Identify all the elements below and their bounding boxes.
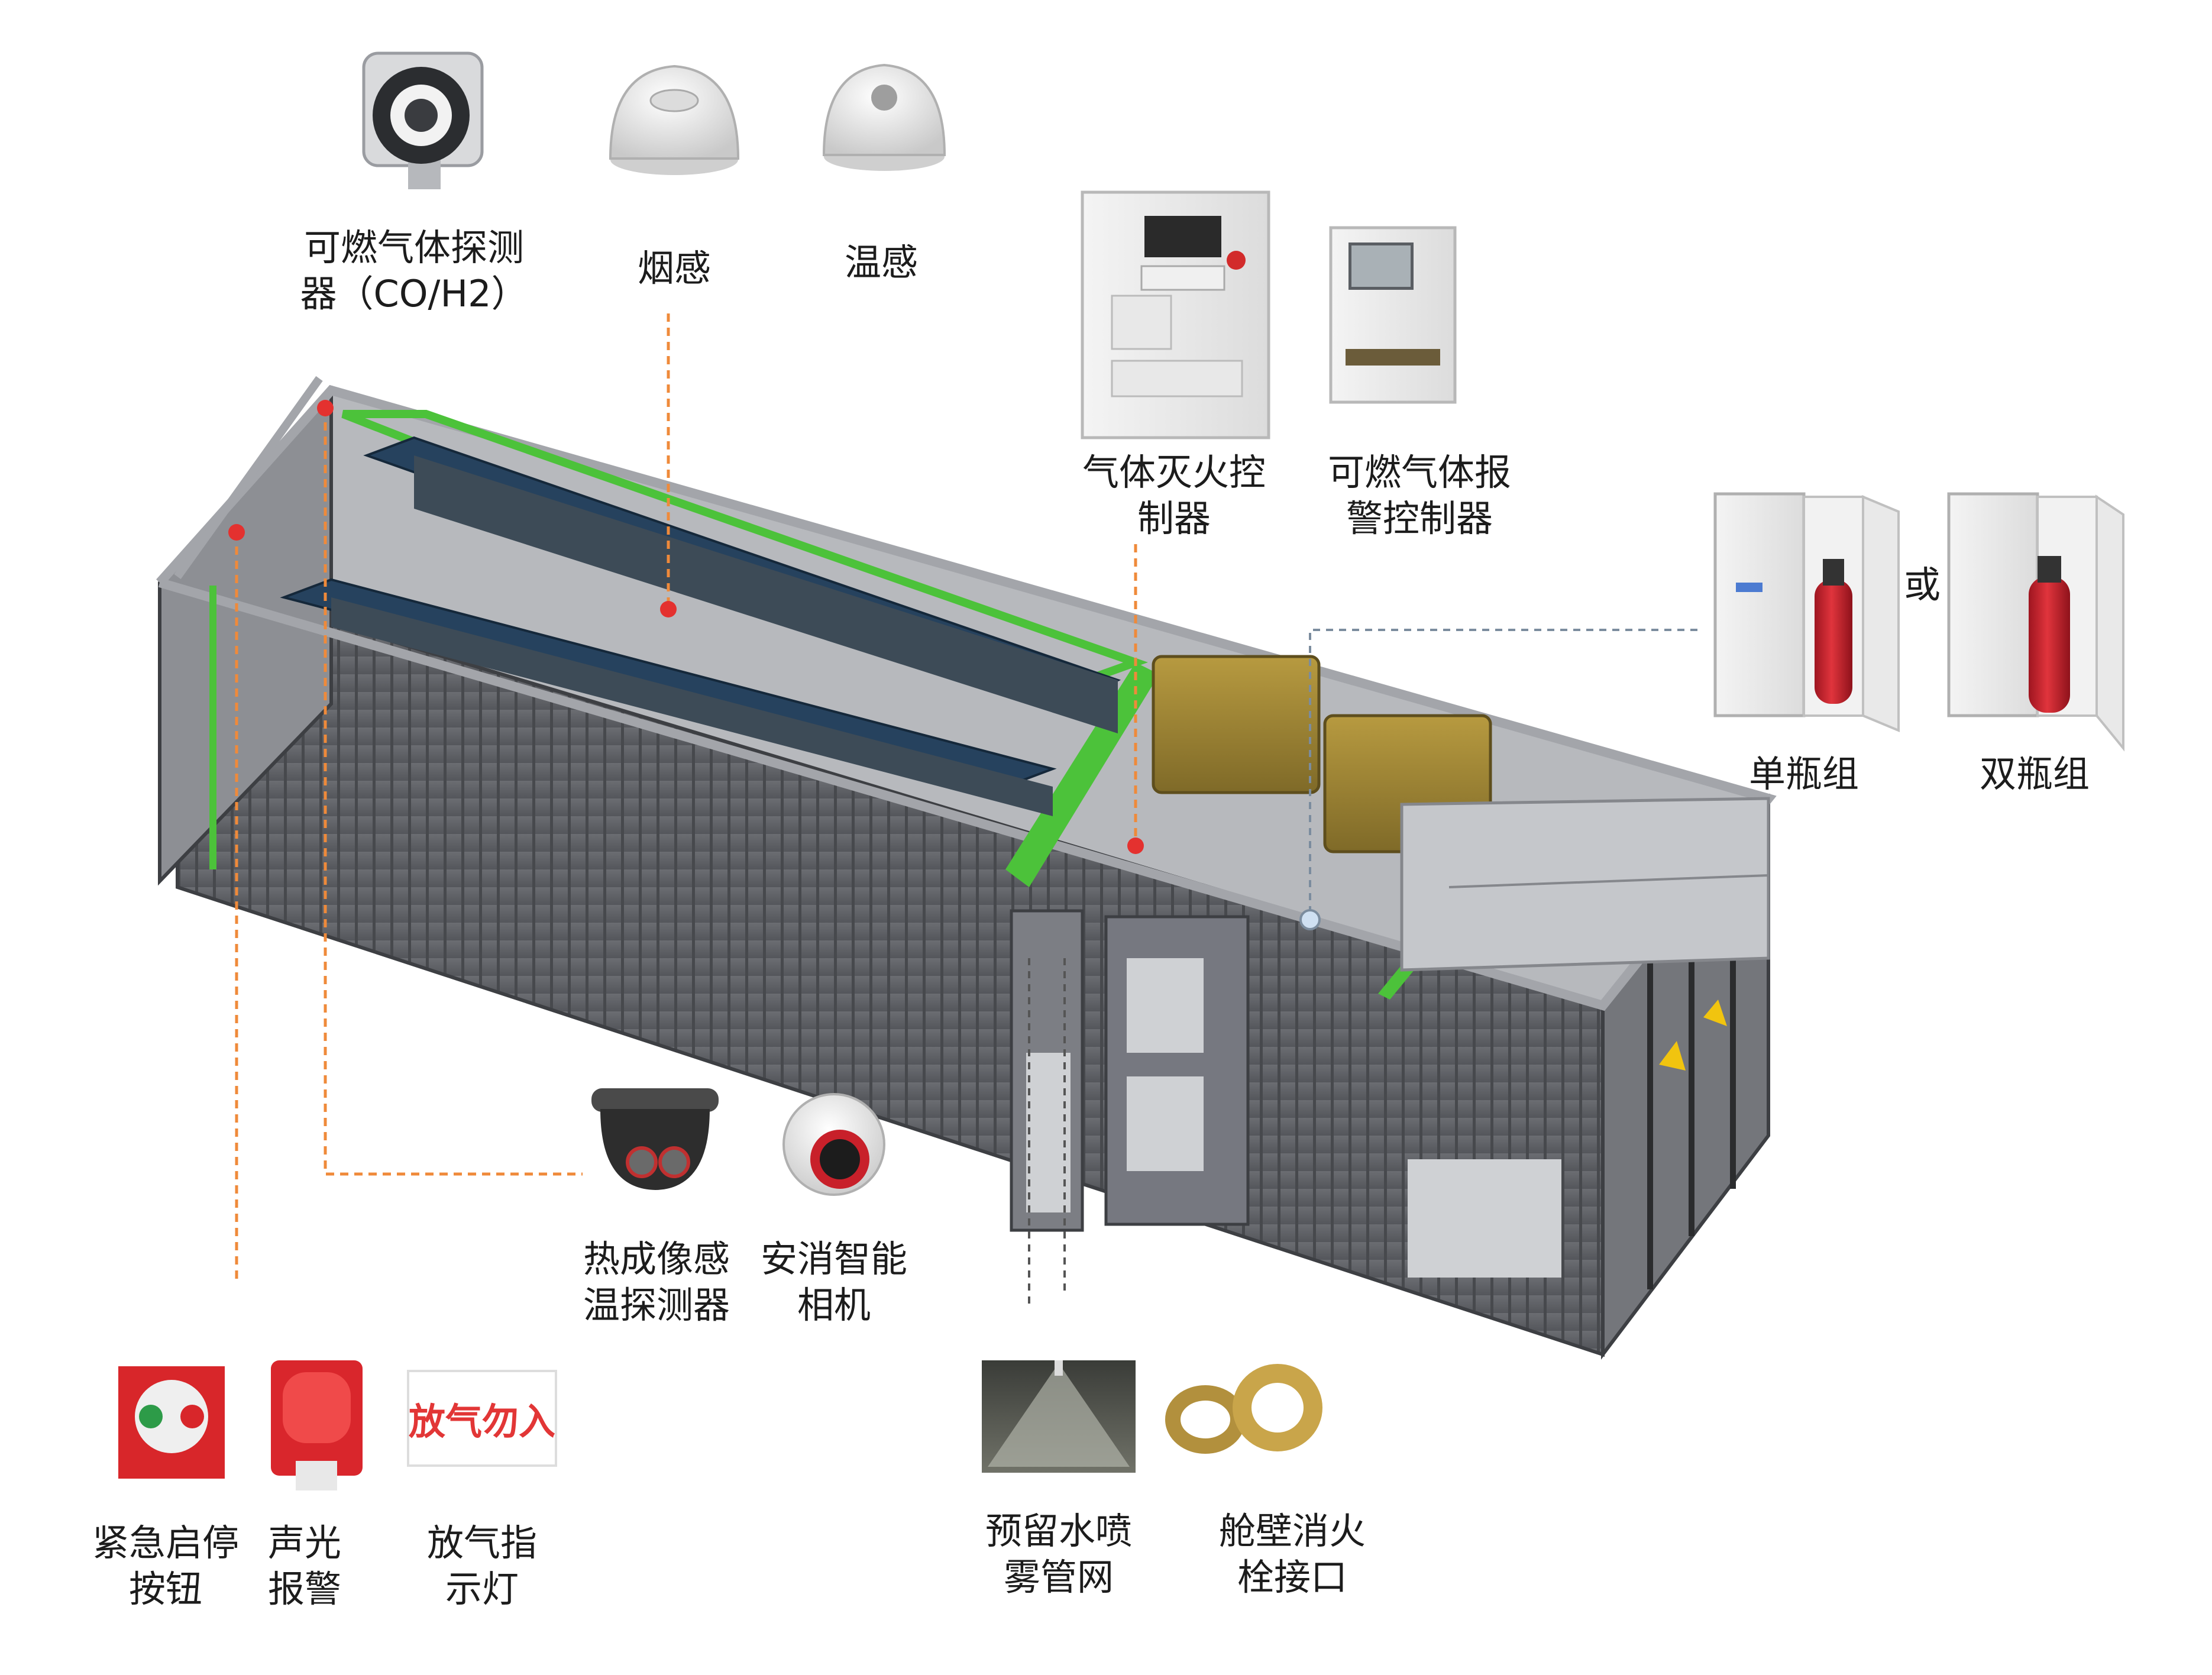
label-water-mist: 预留水喷 雾管网 xyxy=(985,1509,1132,1599)
label-thermal-camera: 热成像感 温探测器 xyxy=(583,1237,730,1327)
release-sign-text: 放气勿入 xyxy=(409,1400,555,1443)
smoke-detector-icon xyxy=(609,64,740,175)
label-smoke-sensor: 烟感 xyxy=(637,247,711,290)
gas-extinguishing-controller-icon xyxy=(1081,190,1270,439)
double-cylinder-cabinet-icon xyxy=(1947,492,2124,752)
gas-alarm-controller-icon xyxy=(1329,226,1457,404)
label-sound-light-alarm: 声光 报警 xyxy=(267,1521,341,1611)
label-gas-detector: 可燃气体探测 器（CO/H2） xyxy=(300,226,528,315)
emergency-stop-button-icon xyxy=(118,1366,225,1479)
label-gas-extinguish-controller: 气体灭火控 制器 xyxy=(1082,451,1266,540)
label-temperature-sensor: 温感 xyxy=(844,241,918,284)
label-gas-alarm-controller: 可燃气体报 警控制器 xyxy=(1327,451,1511,540)
single-cylinder-cabinet-icon xyxy=(1713,492,1900,732)
label-hydrant-interface: 舱壁消火 栓接口 xyxy=(1218,1509,1366,1599)
label-or: 或 xyxy=(1903,563,1941,606)
thermal-dome-camera-icon xyxy=(591,1088,719,1190)
smart-dome-camera-icon xyxy=(782,1093,885,1196)
sound-light-alarm-icon xyxy=(271,1360,363,1490)
heat-detector-icon xyxy=(822,63,946,171)
leader-lines xyxy=(228,313,1697,1307)
gas-detector-icon xyxy=(362,51,484,189)
label-double-cylinder: 双瓶组 xyxy=(1979,752,2090,796)
water-mist-nozzle-icon xyxy=(982,1360,1136,1473)
release-indicator-sign-icon: 放气勿入 xyxy=(407,1370,557,1467)
label-emergency-button: 紧急启停 按钮 xyxy=(92,1521,239,1611)
label-smart-camera: 安消智能 相机 xyxy=(760,1237,907,1327)
label-single-cylinder: 单瓶组 xyxy=(1748,752,1859,796)
container-cutaway-icon xyxy=(156,376,1777,1360)
hydrant-coupling-icon xyxy=(1165,1364,1322,1454)
label-release-indicator: 放气指 示灯 xyxy=(426,1521,537,1611)
